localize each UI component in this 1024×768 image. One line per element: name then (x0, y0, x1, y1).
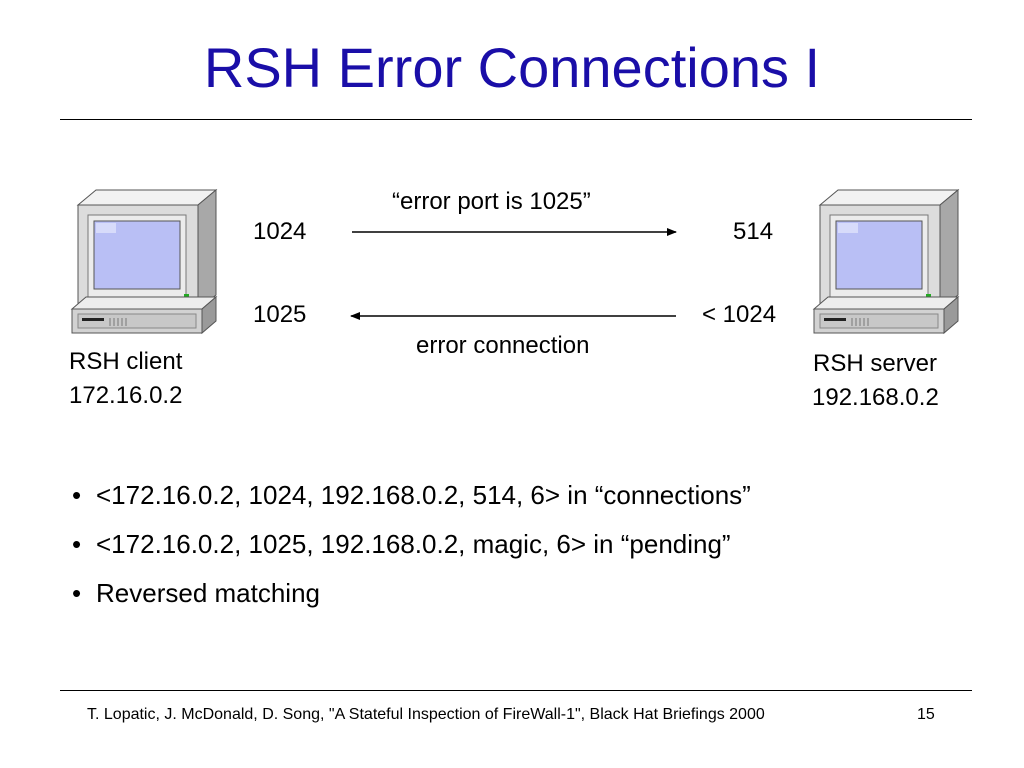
client-error-port: 1025 (253, 301, 307, 328)
slide-title: RSH Error Connections I (203, 36, 821, 99)
footer-divider (60, 690, 972, 691)
error-connection-label: error connection (416, 332, 590, 359)
title-divider (60, 119, 972, 120)
bullet-icon: • (72, 480, 82, 510)
client-name-label: RSH client (69, 348, 183, 375)
bullet-icon: • (72, 578, 82, 608)
desktop-computer-icon (70, 188, 218, 335)
bullet-icon: • (72, 529, 82, 559)
client-source-port: 1024 (253, 218, 307, 245)
bullet-text: <172.16.0.2, 1024, 192.168.0.2, 514, 6> … (96, 480, 751, 510)
desktop-computer-icon (812, 188, 960, 335)
server-dest-port: 514 (733, 218, 774, 245)
page-number: 15 (917, 706, 935, 723)
client-ip-label: 172.16.0.2 (69, 382, 183, 409)
bullet-list: • <172.16.0.2, 1024, 192.168.0.2, 514, 6>… (72, 478, 751, 625)
server-error-source-port: < 1024 (702, 301, 777, 328)
bullet-text: <172.16.0.2, 1025, 192.168.0.2, magic, 6… (96, 529, 731, 559)
list-item: • <172.16.0.2, 1025, 192.168.0.2, magic, … (72, 527, 751, 561)
list-item: • Reversed matching (72, 576, 751, 610)
list-item: • <172.16.0.2, 1024, 192.168.0.2, 514, 6>… (72, 478, 751, 512)
server-name-label: RSH server (813, 350, 938, 377)
bullet-text: Reversed matching (96, 578, 320, 608)
footer-citation: T. Lopatic, J. McDonald, D. Song, "A Sta… (87, 706, 765, 723)
request-arrow-label: “error port is 1025” (392, 188, 591, 215)
server-ip-label: 192.168.0.2 (812, 384, 939, 411)
